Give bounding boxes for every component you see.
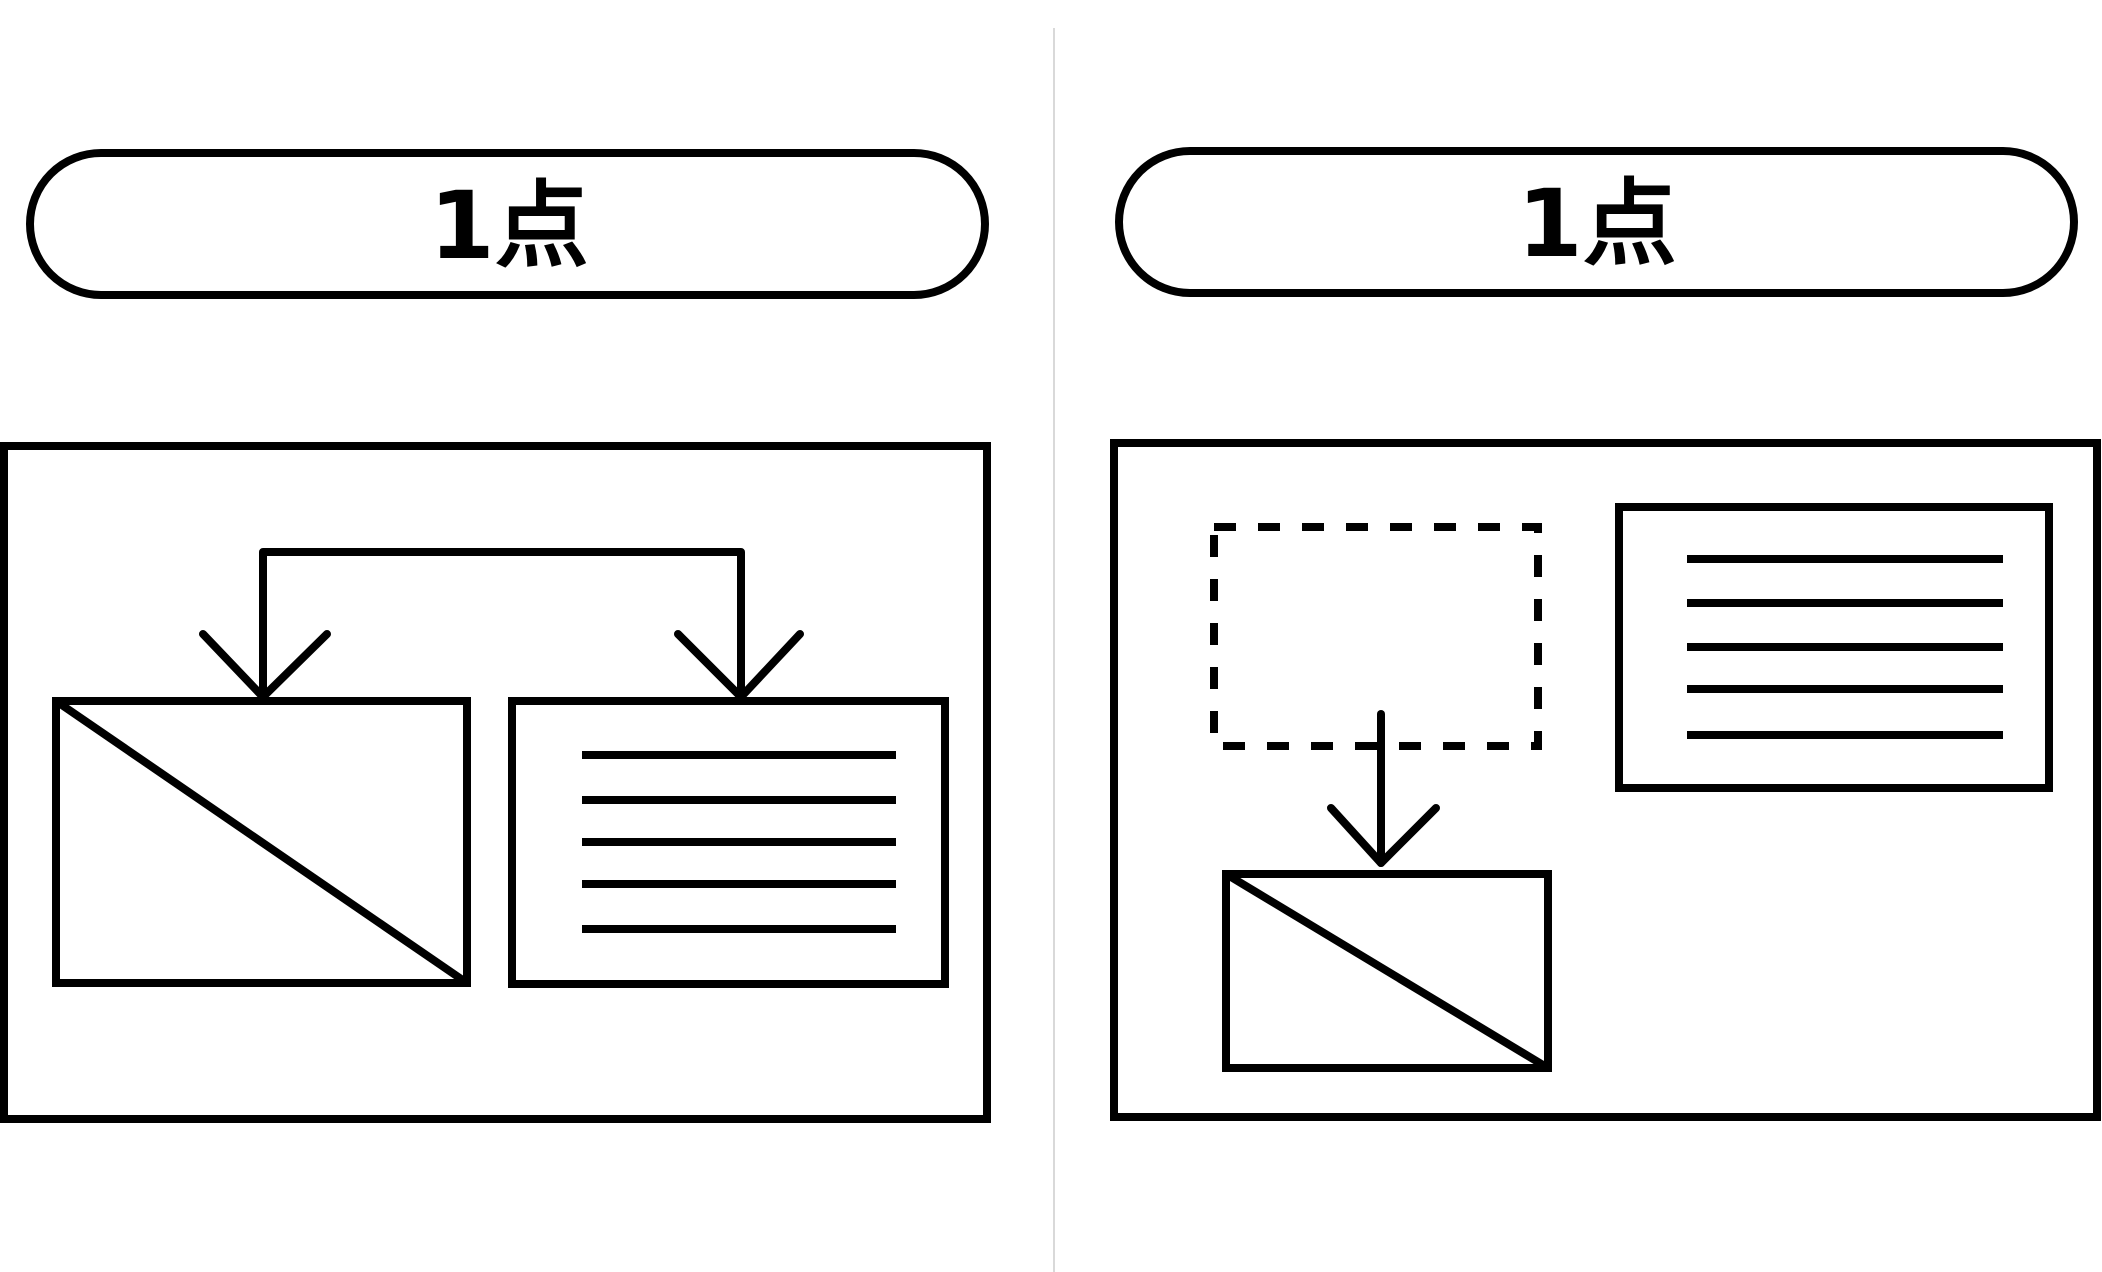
panel-right-arrowhead <box>1327 804 1440 867</box>
panel-left: 1点 <box>0 149 991 1123</box>
panel-right-dashed-placeholder <box>1210 523 1542 750</box>
panel-left-image-diagonal <box>53 697 470 987</box>
panel-left-frame <box>0 442 991 1123</box>
panel-right-text-box <box>1615 503 2053 792</box>
panel-left-text-lines <box>582 751 896 933</box>
panel-right-image-box <box>1222 870 1552 1072</box>
panel-right: 1点 <box>1110 147 2101 1121</box>
panel-right-text-lines <box>1687 555 2003 739</box>
panel-left-connector <box>259 548 745 701</box>
panel-left-label-pill <box>26 149 989 299</box>
panel-right-label: 1点 <box>1517 170 1676 279</box>
panel-left-arrowhead-text <box>674 630 804 701</box>
panel-left-label: 1点 <box>429 172 588 281</box>
panel-right-frame <box>1110 439 2101 1121</box>
panel-left-arrowhead-image <box>199 630 331 701</box>
panel-right-image-diagonal <box>1223 870 1551 1072</box>
panel-left-text-box <box>508 697 949 988</box>
panel-left-image-box <box>52 697 471 987</box>
panel-right-label-pill <box>1115 147 2078 297</box>
